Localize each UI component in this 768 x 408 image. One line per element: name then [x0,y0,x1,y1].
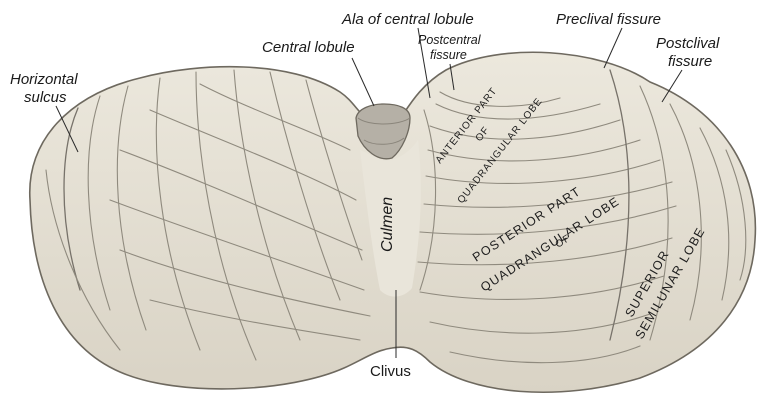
leader-horizontal [55,105,79,153]
culmen-region [360,140,421,297]
leader-preclival [603,27,623,69]
right-hemisphere-folia [417,69,747,364]
label-postclival-fissure-2: fissure [668,53,712,70]
leader-ala [417,27,431,99]
label-postcentral-fissure-2: fissure [430,48,467,62]
leader-postclival [661,69,683,103]
central-lobule-shape [355,103,411,160]
label-preclival-fissure: Preclival fissure [556,11,661,28]
leader-central-lobule [351,57,375,107]
left-hemisphere-folia [45,69,371,361]
label-central-lobule: Central lobule [262,39,355,56]
leader-lines [55,27,683,358]
label-ala-of-central-lobule: Ala of central lobule [341,11,474,28]
leader-postcentral [449,63,455,91]
label-culmen: Culmen [379,197,396,252]
label-postcentral-fissure-1: Postcentral [418,33,482,47]
label-clivus: Clivus [370,363,411,380]
label-postclival-fissure-1: Postclival [656,35,720,52]
label-horizontal-sulcus-1: Horizontal [10,71,78,88]
label-horizontal-sulcus-2: sulcus [24,89,67,106]
